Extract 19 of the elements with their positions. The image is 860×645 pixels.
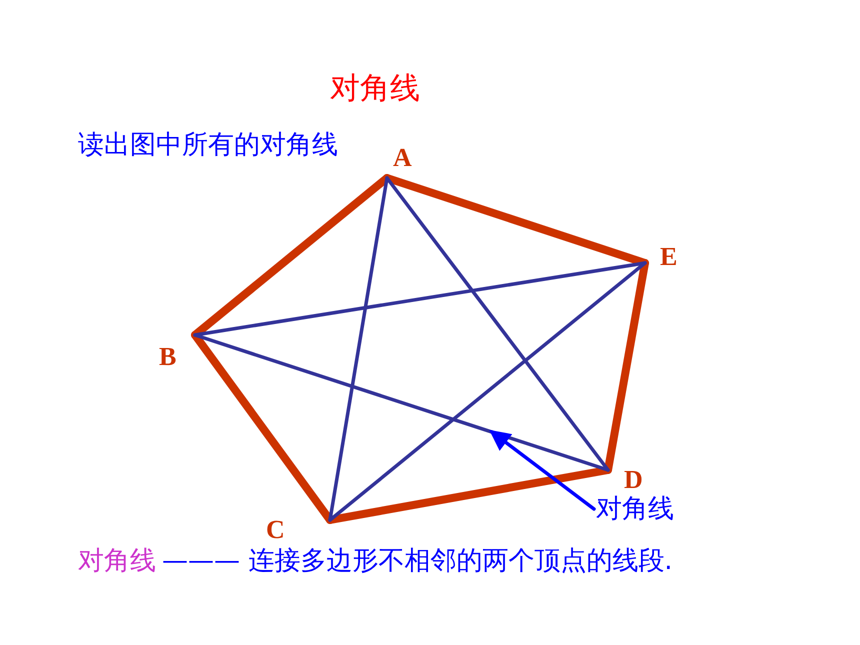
diagonal-line — [328, 176, 389, 522]
term-text: 对角线 — [78, 548, 156, 574]
diagonal-line — [385, 176, 610, 472]
diagonal-line — [328, 261, 647, 522]
vertex-label: B — [159, 344, 176, 370]
leader-arrow — [489, 430, 596, 511]
title: 对角线 — [330, 74, 420, 104]
callout-text: 对角线 — [596, 495, 674, 524]
vertex-label: D — [624, 467, 643, 493]
vertex-label: E — [660, 244, 678, 270]
diagonal-line — [193, 261, 647, 337]
instruction-text: 读出图中所有的对角线 — [78, 132, 338, 158]
vertex-label: C — [266, 517, 285, 543]
polygon-side — [604, 259, 649, 474]
polygon-side — [191, 174, 391, 339]
definition-text: ——— 连接多边形不相邻的两个顶点的线段. — [162, 548, 673, 574]
diagonal-line — [193, 333, 610, 472]
polygon-side — [326, 466, 612, 524]
vertex-label: A — [393, 145, 412, 171]
